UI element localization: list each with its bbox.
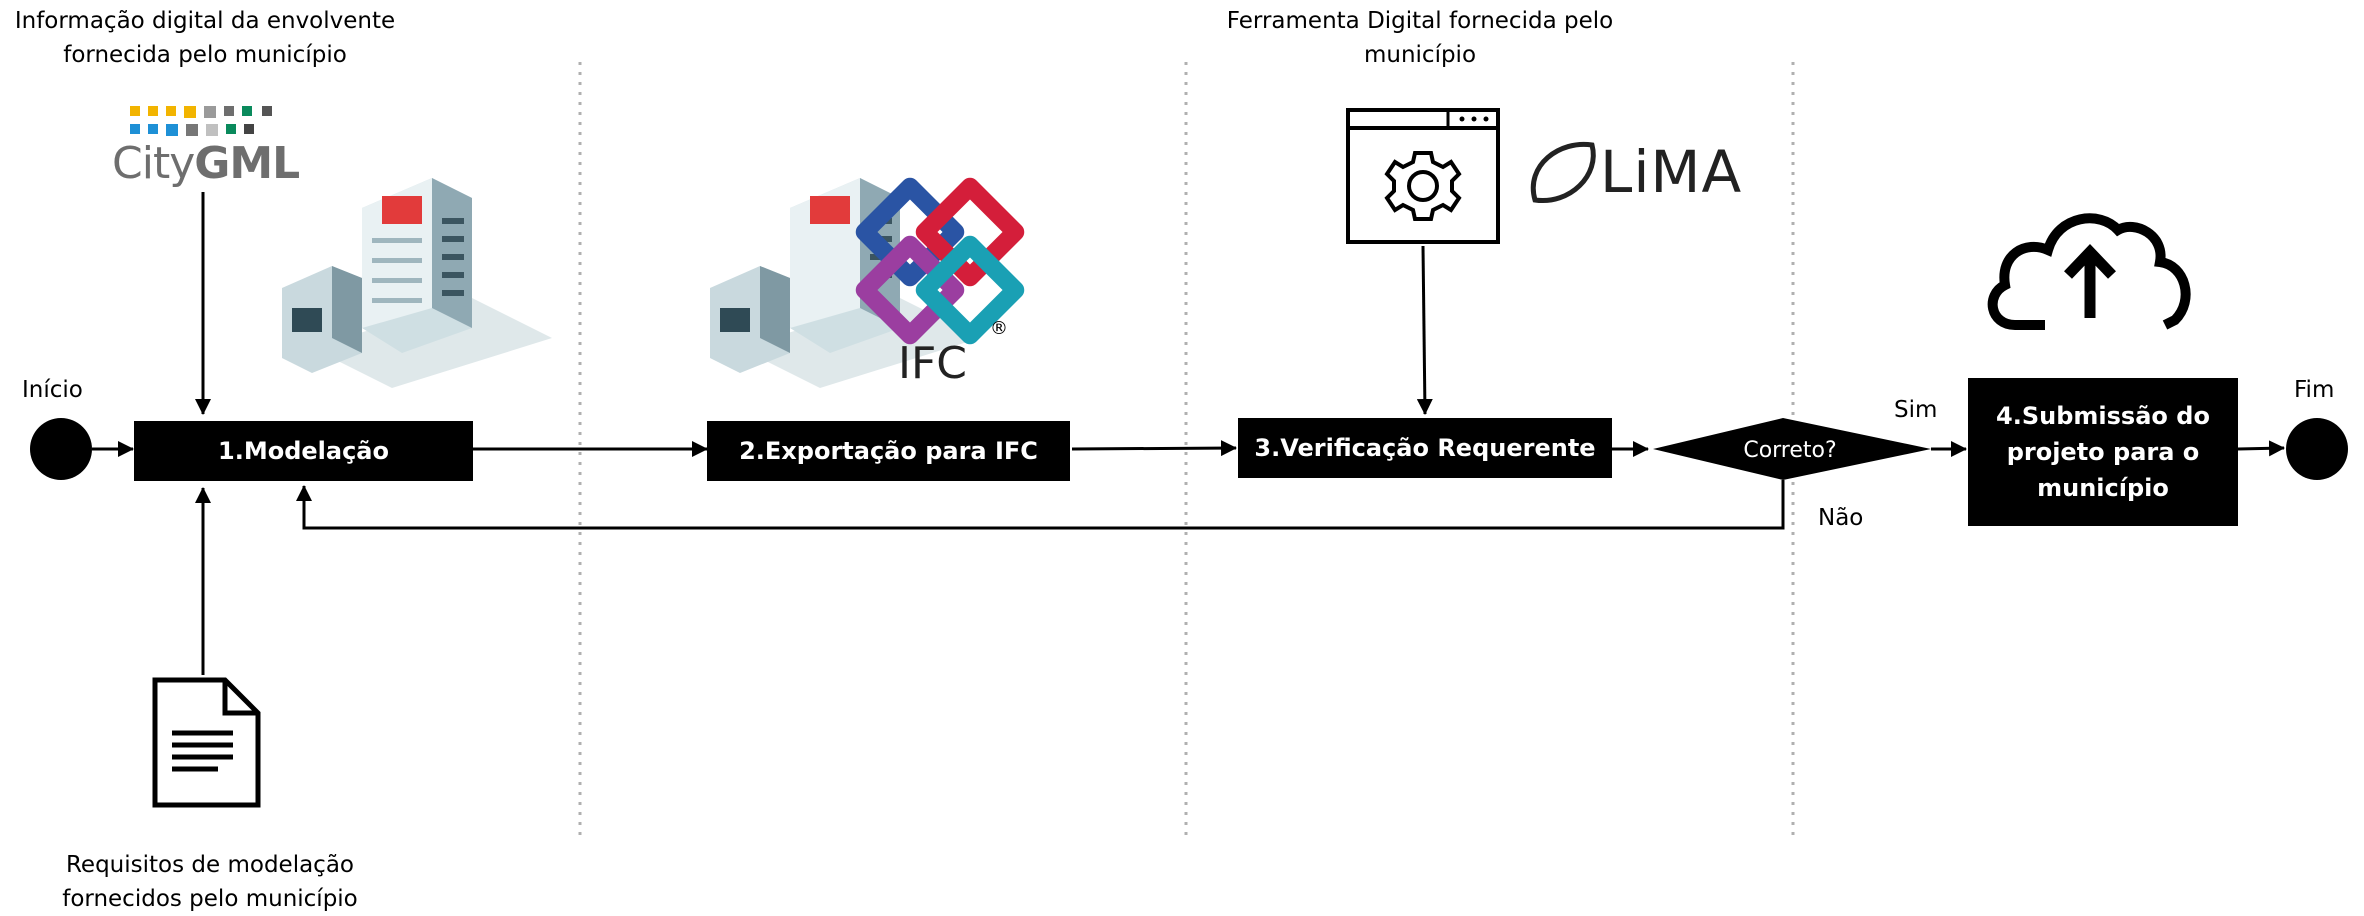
ifc-wordmark: IFC (898, 338, 968, 389)
arrow-submit-to-end (2237, 440, 2285, 457)
building-icon (282, 178, 552, 388)
citygml-prefix: City (112, 138, 195, 189)
start-node (30, 418, 92, 480)
tool-info-label: Ferramenta Digital fornecida pelo municí… (1226, 8, 1614, 68)
end-node (2286, 418, 2348, 480)
step-submissao-projeto: 4.Submissão do projeto para o município (1968, 378, 2238, 526)
no-label: Não (1818, 505, 1864, 531)
document-icon (152, 677, 261, 808)
yes-label: Sim (1894, 397, 1938, 423)
decision-label: Correto? (1743, 438, 1836, 463)
connectors (92, 192, 2285, 675)
cloud-upload-icon (1987, 213, 2191, 330)
citygml-suffix: GML (194, 138, 300, 189)
lima-logo (1530, 141, 1596, 204)
gear-window-icon (1346, 108, 1500, 244)
ifc-logo (855, 177, 1025, 345)
requirements-label: Requisitos de modelação fornecidos pelo … (62, 852, 358, 912)
decision-diamond (1653, 418, 1931, 480)
start-label: Início (22, 377, 83, 403)
step-verificacao-requerente: 3.Verificação Requerente (1238, 418, 1612, 478)
step-modelacao: 1.Modelação (134, 421, 473, 481)
arrow-tool-to-verify (1416, 245, 1433, 415)
citygml-wordmark: CityGML (112, 138, 300, 189)
citygml-logo (130, 106, 272, 136)
step-exportacao-ifc: 2.Exportação para IFC (707, 421, 1070, 481)
lima-wordmark: LiMA (1600, 138, 1743, 206)
city-info-label: Informação digital da envolvente forneci… (14, 8, 396, 68)
end-label: Fim (2294, 377, 2335, 403)
arrow-no-loop (296, 480, 1785, 530)
arrow-export-to-verify (1071, 440, 1237, 457)
ifc-registered-mark: ® (990, 318, 1008, 339)
